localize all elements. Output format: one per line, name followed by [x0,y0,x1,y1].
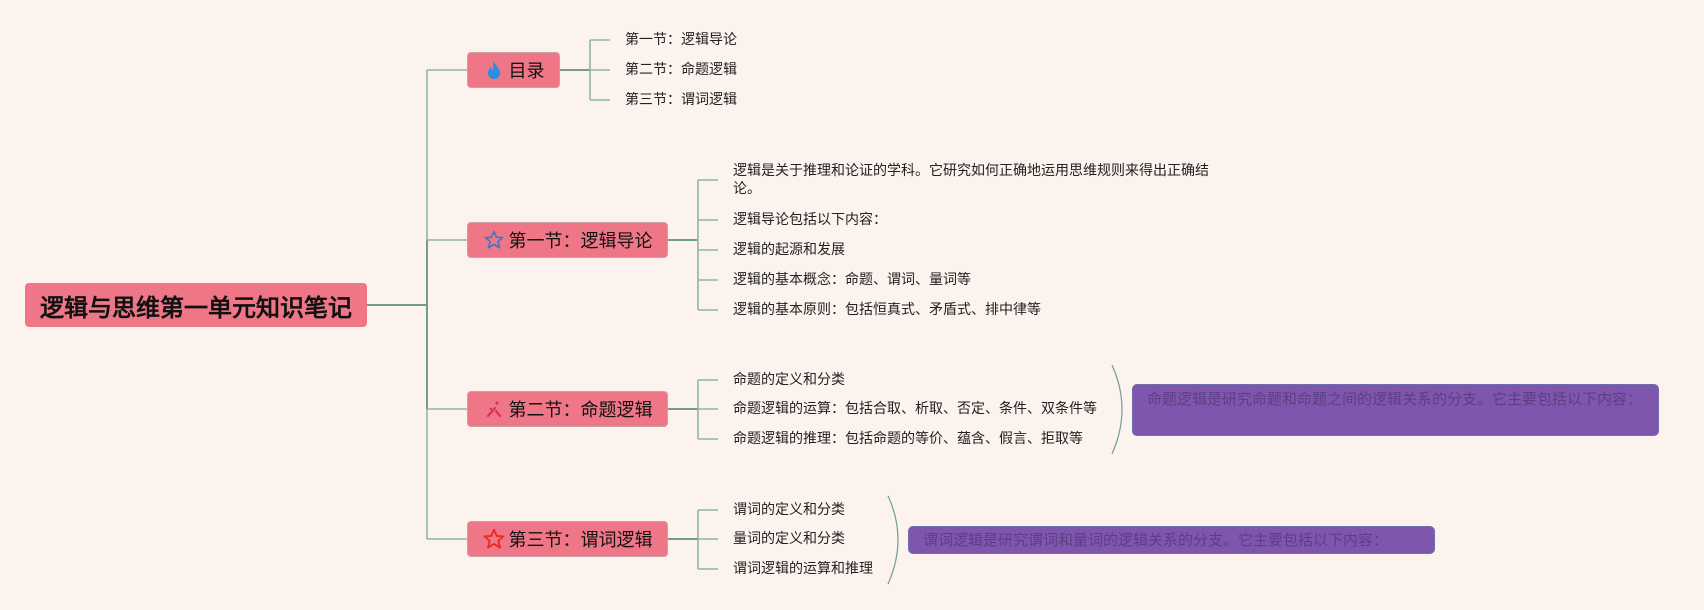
fire-icon [483,59,505,81]
sparkle-icon [483,398,505,420]
summary-box[interactable]: 谓词逻辑是研究谓词和量词的逻辑关系的分支。它主要包括以下内容： [908,526,1435,554]
topic-section-1[interactable]: 第一节：逻辑导论 [467,222,668,258]
root-node[interactable]: 逻辑与思维第一单元知识笔记 [25,283,367,327]
star-outline-icon [483,229,505,251]
summary-text: 命题逻辑是研究命题和命题之间的逻辑关系的分支。它主要包括以下内容： [1147,390,1643,408]
list-item[interactable]: 量词的定义和分类 [733,531,845,547]
list-item[interactable]: 逻辑是关于推理和论证的学科。它研究如何正确地运用思维规则来得出正确结论。 [733,163,1209,197]
list-item[interactable]: 命题的定义和分类 [733,372,845,388]
topic-label: 第一节：逻辑导论 [508,231,653,252]
list-item[interactable]: 逻辑的起源和发展 [733,242,845,258]
list-item[interactable]: 谓词逻辑的运算和推理 [733,561,873,577]
star-red-icon [483,528,505,550]
topic-contents[interactable]: 目录 [467,52,560,88]
summary-text: 谓词逻辑是研究谓词和量词的逻辑关系的分支。它主要包括以下内容： [923,531,1389,549]
list-item[interactable]: 命题逻辑的推理：包括命题的等价、蕴含、假言、拒取等 [733,431,1083,447]
topic-section-2[interactable]: 第二节：命题逻辑 [467,391,668,427]
root-title: 逻辑与思维第一单元知识笔记 [40,293,352,322]
list-item[interactable]: 逻辑的基本概念：命题、谓词、量词等 [733,272,971,288]
topic-section-3[interactable]: 第三节：谓词逻辑 [467,521,668,557]
summary-box[interactable]: 命题逻辑是研究命题和命题之间的逻辑关系的分支。它主要包括以下内容： [1132,384,1659,436]
list-item[interactable]: 命题逻辑的运算：包括合取、析取、否定、条件、双条件等 [733,401,1097,417]
topic-label: 第三节：谓词逻辑 [508,530,653,551]
topic-label: 第二节：命题逻辑 [508,400,653,421]
list-item[interactable]: 逻辑的基本原则：包括恒真式、矛盾式、排中律等 [733,302,1041,318]
list-item[interactable]: 逻辑导论包括以下内容： [733,212,887,228]
list-item[interactable]: 谓词的定义和分类 [733,502,845,518]
list-item[interactable]: 第二节：命题逻辑 [625,62,737,78]
list-item[interactable]: 第一节：逻辑导论 [625,32,737,48]
topic-label: 目录 [508,61,545,82]
list-item[interactable]: 第三节：谓词逻辑 [625,92,737,108]
